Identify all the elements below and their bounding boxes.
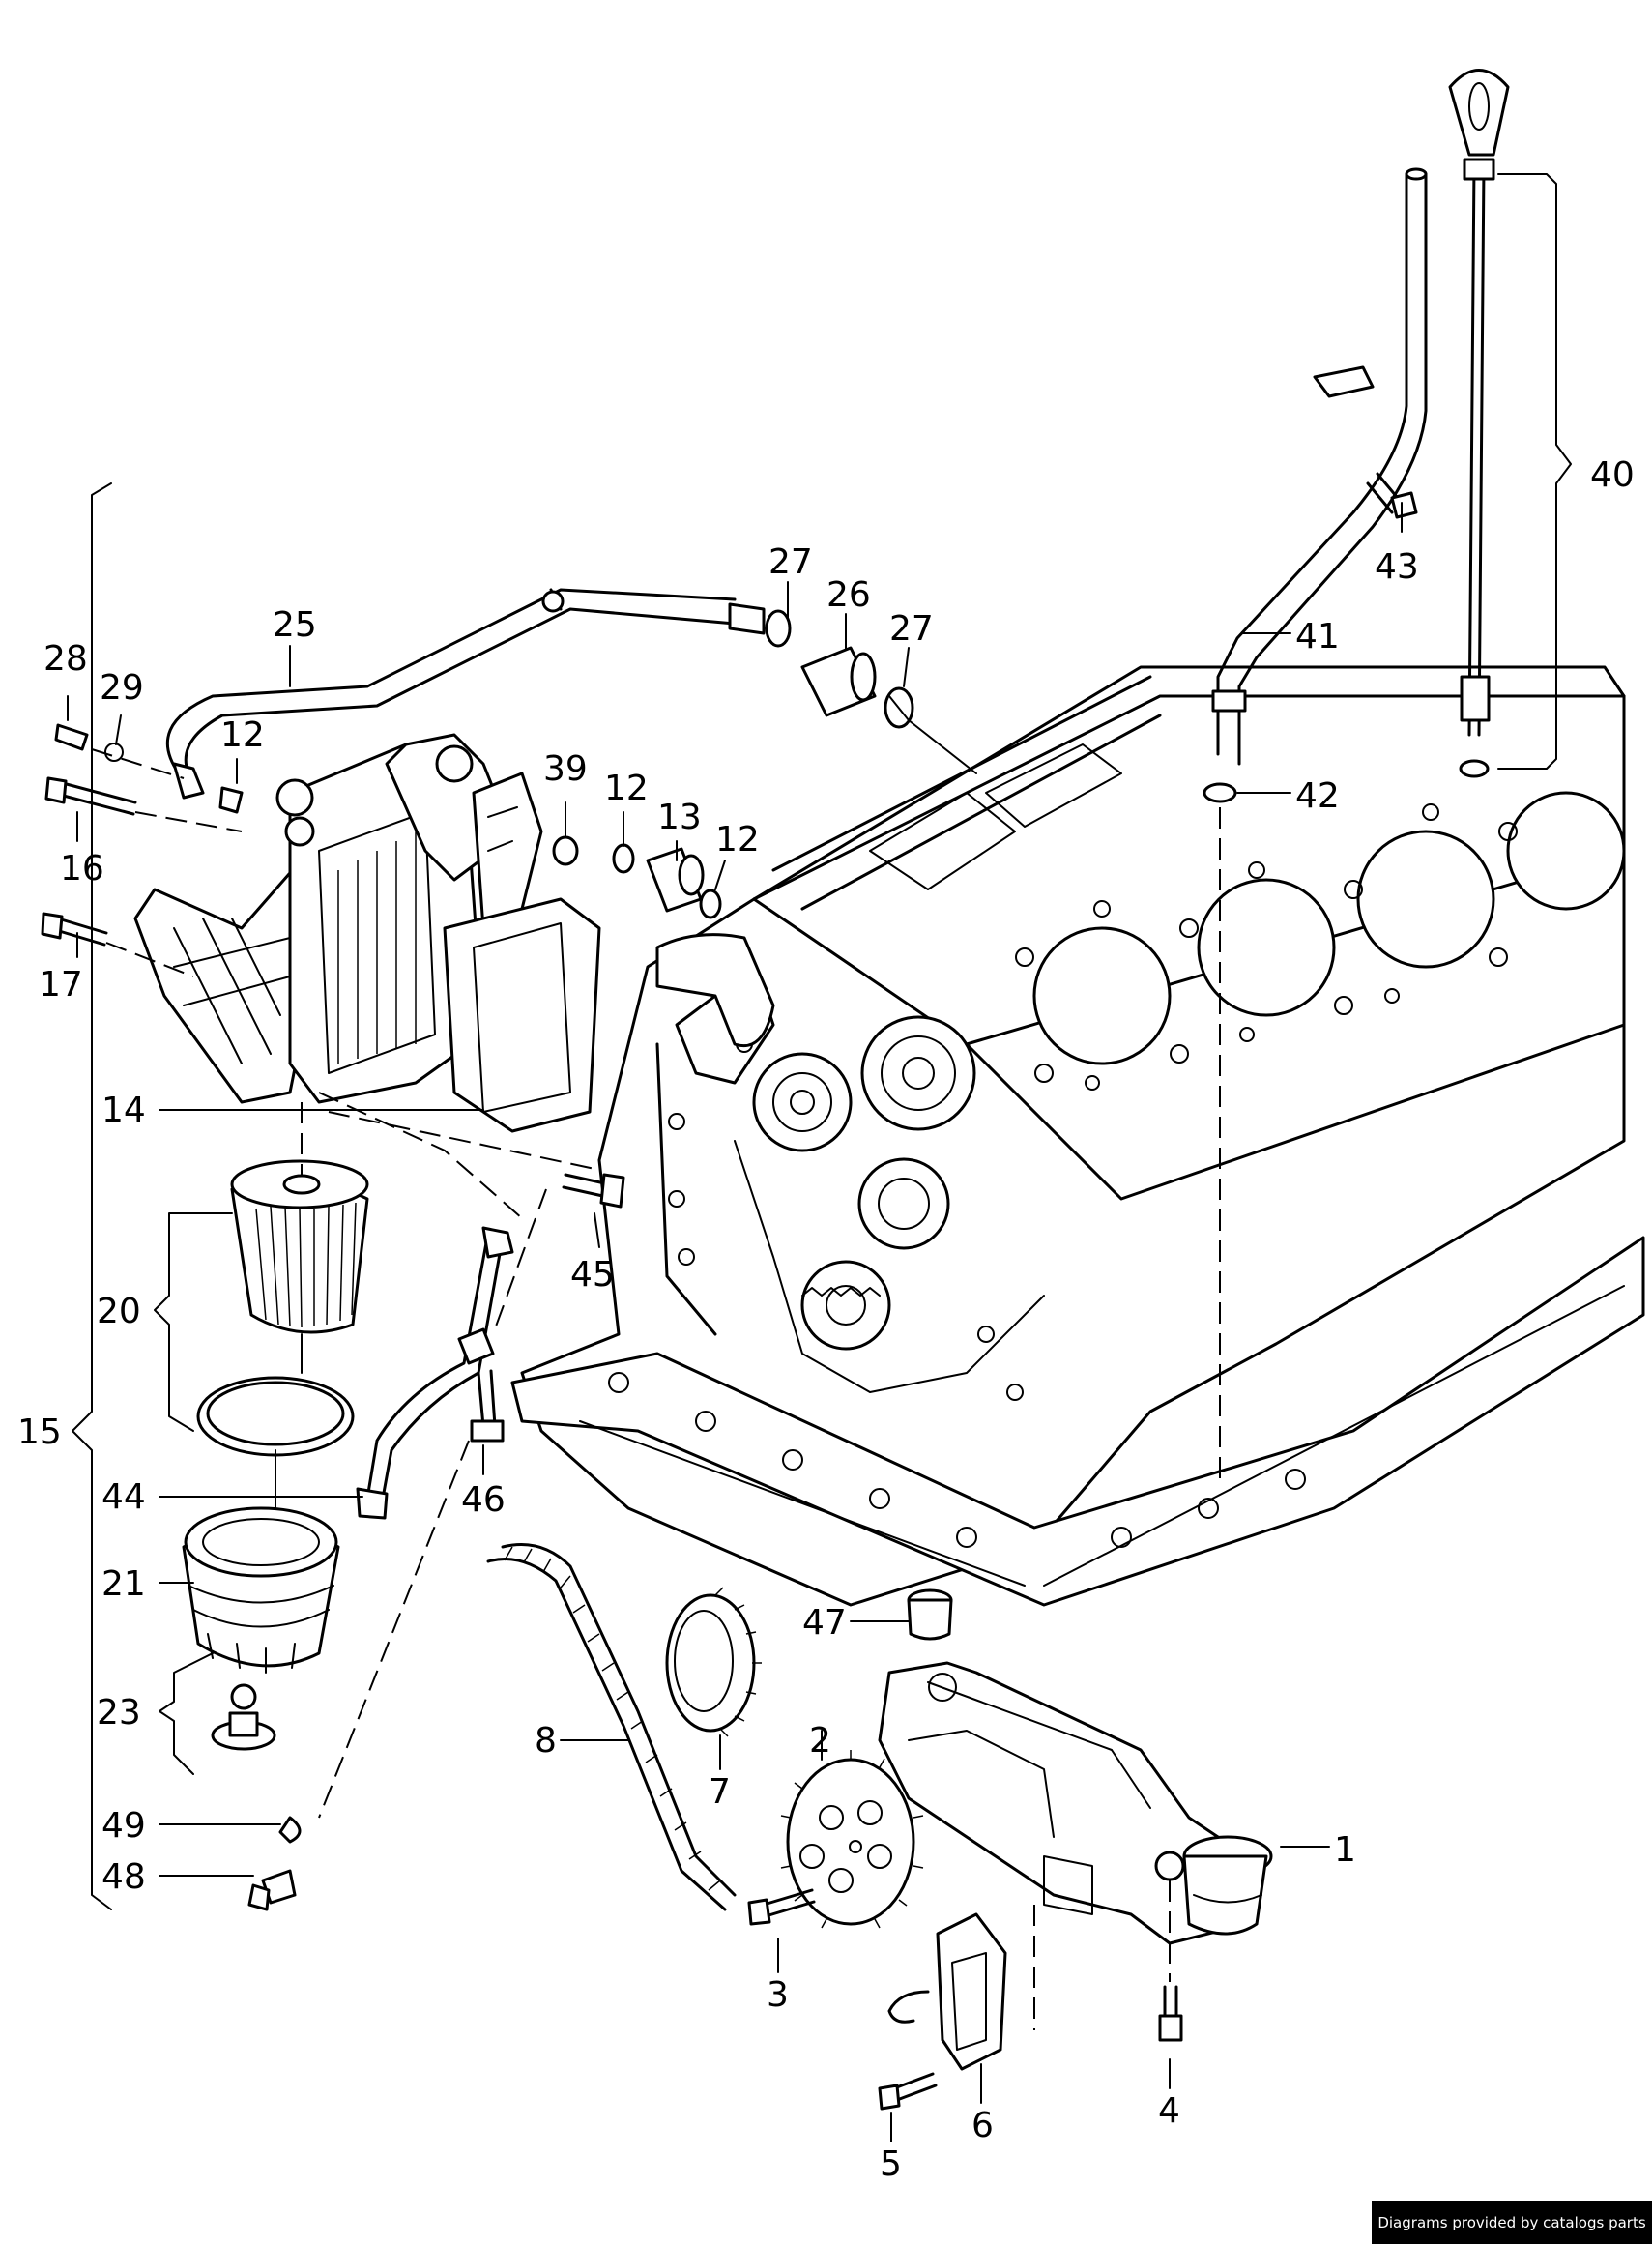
callout-43: 43 xyxy=(1375,547,1419,587)
callout-20: 20 xyxy=(97,1292,141,1331)
callout-28: 28 xyxy=(43,639,88,679)
callout-46: 46 xyxy=(461,1480,506,1520)
callout-15: 15 xyxy=(17,1413,62,1452)
leader-lines xyxy=(67,173,1572,2142)
callout-13: 13 xyxy=(657,798,702,837)
dipstick-tube xyxy=(1203,167,1428,1479)
credit-banner: Diagrams provided by catalogs parts xyxy=(1372,2201,1652,2244)
filter-seal-ring xyxy=(196,1376,355,1509)
callout-40: 40 xyxy=(1590,455,1635,495)
callout-25: 25 xyxy=(273,605,317,645)
callout-17: 17 xyxy=(39,965,83,1005)
callout-49: 49 xyxy=(101,1806,146,1846)
callout-4: 4 xyxy=(1158,2091,1180,2131)
crank-sprocket xyxy=(665,1587,762,1737)
callout-6: 6 xyxy=(971,2106,994,2145)
callout-29: 29 xyxy=(100,668,144,708)
oil-filter-housing xyxy=(133,733,601,1219)
callout-1: 1 xyxy=(1334,1830,1356,1870)
callout-8: 8 xyxy=(535,1721,557,1761)
callout-16: 16 xyxy=(60,849,104,889)
oil-hose xyxy=(165,588,792,800)
chain-tensioner xyxy=(878,1905,1035,2111)
pipe-connector-parts xyxy=(41,723,722,977)
callout-12-a: 12 xyxy=(220,715,265,755)
callout-2: 2 xyxy=(809,1721,831,1761)
drain-plug-parts xyxy=(211,1683,302,1911)
bolt-4 xyxy=(1158,1985,1183,2042)
bolt-45 xyxy=(562,1173,625,1209)
dipstick xyxy=(1448,69,1510,778)
oil-pump xyxy=(878,1661,1273,1982)
filter-cap xyxy=(182,1506,340,1674)
callout-45: 45 xyxy=(570,1255,615,1295)
callout-12-c: 12 xyxy=(715,820,760,860)
callout-47: 47 xyxy=(802,1603,847,1643)
callout-42: 42 xyxy=(1295,776,1340,816)
oil-return-pipe xyxy=(318,1188,547,1819)
callout-3: 3 xyxy=(767,1975,789,2015)
callout-26: 26 xyxy=(826,575,871,615)
callout-48: 48 xyxy=(101,1857,146,1897)
callout-numbers: 1 2 3 4 5 6 7 8 12 12 12 13 14 15 16 17 … xyxy=(17,455,1635,2184)
callout-7: 7 xyxy=(709,1772,731,1812)
callout-41: 41 xyxy=(1295,617,1340,656)
engine-block xyxy=(510,665,1645,1607)
callout-12-b: 12 xyxy=(604,769,649,808)
oil-pump-sprocket xyxy=(747,1750,924,1929)
sleeve-and-clamps xyxy=(800,646,977,774)
callout-27-a: 27 xyxy=(768,542,813,582)
callout-14: 14 xyxy=(101,1091,146,1130)
callout-44: 44 xyxy=(101,1477,146,1517)
callout-27-b: 27 xyxy=(889,609,934,649)
callout-5: 5 xyxy=(880,2144,902,2184)
oil-filter-element xyxy=(230,1102,369,1374)
callout-21: 21 xyxy=(101,1564,146,1604)
timing-chain xyxy=(486,1543,737,1911)
bushing-47 xyxy=(907,1588,953,1641)
callout-23: 23 xyxy=(97,1693,141,1733)
callout-39: 39 xyxy=(543,749,588,789)
